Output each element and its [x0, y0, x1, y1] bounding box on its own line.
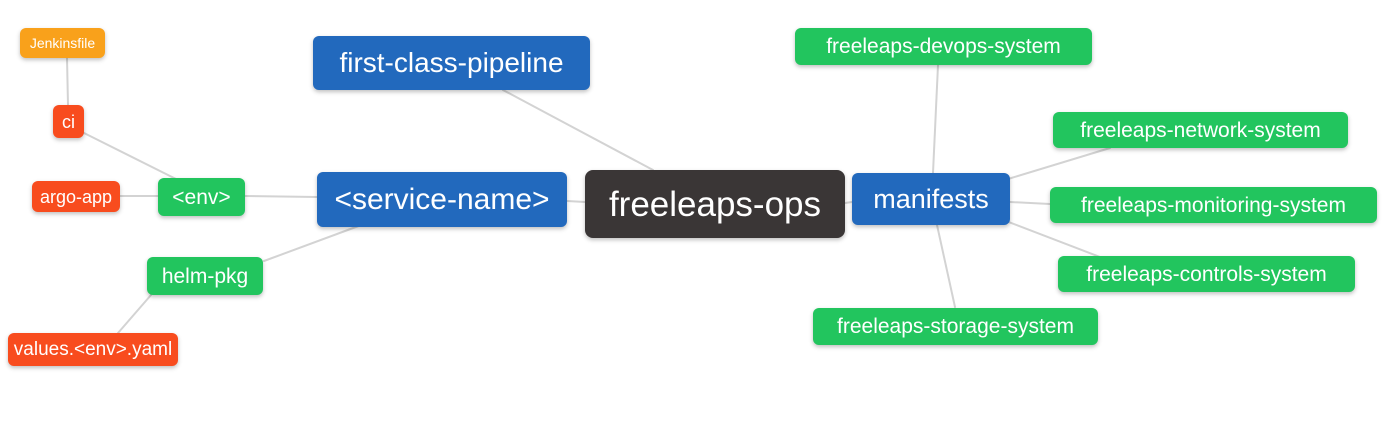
node-service-name[interactable]: <service-name>: [317, 172, 567, 227]
node-helm-pkg[interactable]: helm-pkg: [147, 257, 263, 295]
node-freeleaps-devops-system[interactable]: freeleaps-devops-system: [795, 28, 1092, 65]
edge-ops-manifests: [844, 201, 853, 204]
edge-env-service-name: [244, 195, 318, 198]
edge-ci-env: [83, 132, 177, 180]
node-freeleaps-ops-root[interactable]: freeleaps-ops: [585, 170, 845, 238]
node-freeleaps-network-system[interactable]: freeleaps-network-system: [1053, 112, 1348, 148]
edge-jenkinsfile-ci: [66, 57, 69, 106]
node-jenkinsfile[interactable]: Jenkinsfile: [20, 28, 105, 58]
edge-service-ops: [566, 200, 586, 203]
edge-manifests-storage: [936, 224, 956, 308]
edge-manifests-network: [1007, 147, 1111, 180]
node-ci[interactable]: ci: [53, 105, 84, 138]
edge-manifests-devops: [932, 64, 939, 174]
node-values-env-yaml[interactable]: values.<env>.yaml: [8, 333, 178, 366]
edge-values-helm-pkg: [117, 294, 152, 334]
node-freeleaps-controls-system[interactable]: freeleaps-controls-system: [1058, 256, 1355, 292]
node-freeleaps-monitoring-system[interactable]: freeleaps-monitoring-system: [1050, 187, 1377, 223]
node-first-class-pipeline[interactable]: first-class-pipeline: [313, 36, 590, 90]
node-manifests[interactable]: manifests: [852, 173, 1010, 225]
edge-manifests-controls: [1005, 220, 1101, 258]
edge-pipeline-ops: [502, 89, 654, 171]
edge-helm-pkg-service: [263, 223, 365, 262]
node-env[interactable]: <env>: [158, 178, 245, 216]
node-argo-app[interactable]: argo-app: [32, 181, 120, 212]
node-freeleaps-storage-system[interactable]: freeleaps-storage-system: [813, 308, 1098, 345]
edge-manifests-monitoring: [1009, 201, 1051, 205]
